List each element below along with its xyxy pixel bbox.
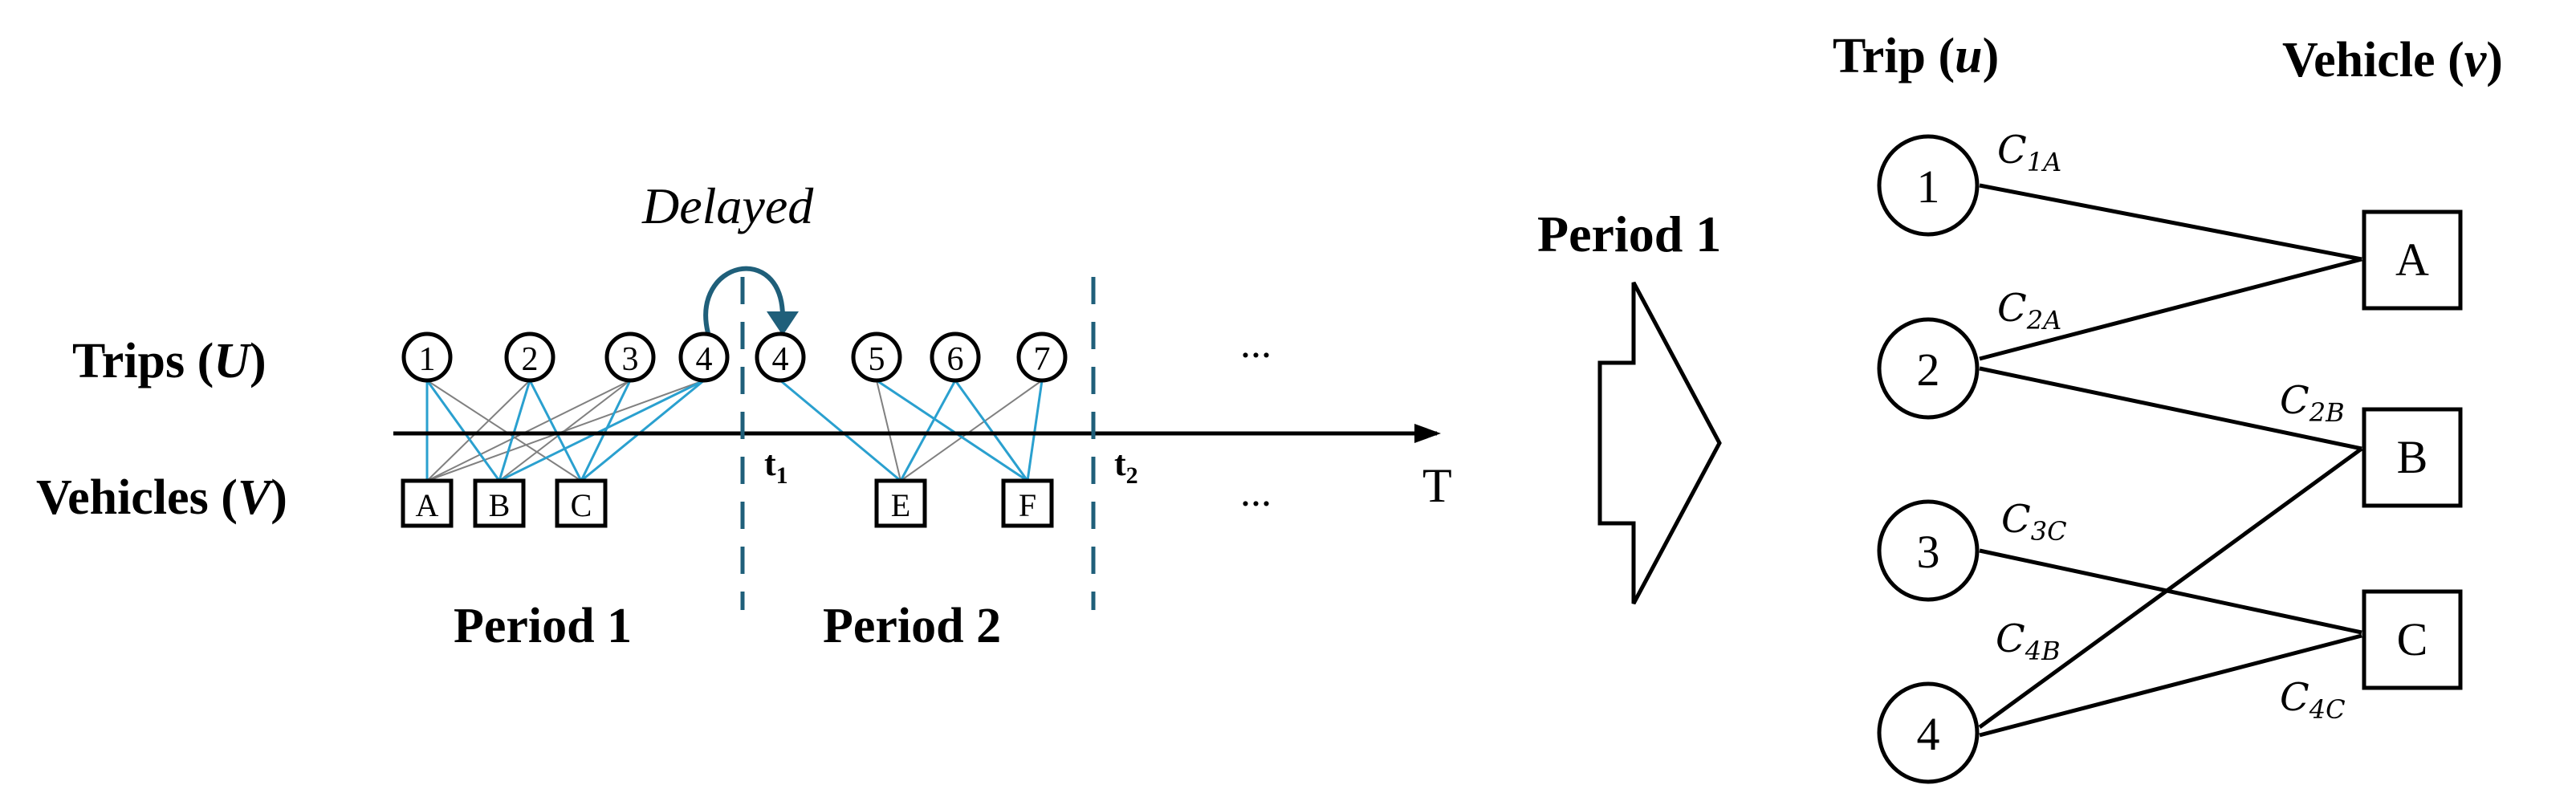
vehicle-node: F: [1001, 478, 1054, 528]
svg-text:E: E: [891, 487, 910, 523]
vehicle-column-header: Vehicle (v): [2282, 33, 2503, 87]
t1-label: t1: [764, 444, 788, 489]
edge-1-A: [1979, 183, 2362, 262]
svg-text:2: 2: [522, 341, 539, 378]
trip-node: 5: [851, 331, 902, 383]
trip-node-delayed: 4: [755, 331, 806, 383]
svg-text:1: 1: [1917, 161, 1940, 213]
vehicle-box: C: [2362, 589, 2463, 690]
svg-text:C: C: [2397, 613, 2428, 665]
t2-label: t2: [1114, 444, 1138, 489]
svg-text:F: F: [1019, 487, 1036, 523]
delayed-label: Delayed: [641, 177, 814, 234]
delay-arrowhead: [767, 311, 799, 336]
trip-node: 1: [401, 331, 453, 383]
candidate-edges-gray: [426, 380, 1043, 482]
svg-text:4: 4: [696, 341, 713, 378]
vehicle-box: B: [2362, 407, 2463, 508]
vehicles-row-label: Vehicles (V): [36, 470, 287, 525]
vehicle-node: B: [473, 478, 526, 528]
bipartite-panel: Trip (u) Vehicle (v) 1 2 3 4: [1833, 29, 2503, 784]
trip-circle: 2: [1877, 317, 1980, 420]
svg-text:C: C: [571, 487, 592, 523]
trip-node: 3: [604, 331, 656, 383]
cost-label-4B: C4B: [1996, 616, 2061, 666]
edge-2-B: [1979, 366, 2362, 451]
candidate-edges-blue: [425, 379, 1044, 482]
edge-3-C: [1979, 548, 2362, 635]
trip-circle: 4: [1877, 681, 1980, 784]
svg-text:1: 1: [419, 341, 436, 378]
axis-end-label: T: [1422, 459, 1452, 512]
trip-circle: 3: [1877, 499, 1980, 602]
period-2-label: Period 2: [823, 599, 1001, 653]
trip-column-header: Trip (u): [1833, 29, 1999, 83]
assignment-edges: [1978, 183, 2363, 738]
cost-label-2A: C2A: [1997, 286, 2061, 336]
period-1-label: Period 1: [454, 599, 632, 653]
vehicle-box: A: [2362, 209, 2463, 311]
svg-text:A: A: [416, 487, 439, 523]
trip-node: 7: [1016, 331, 1068, 383]
trip-node: 6: [930, 331, 981, 383]
vehicle-node: C: [555, 478, 608, 528]
trip-node: 2: [504, 331, 555, 383]
svg-text:3: 3: [622, 341, 639, 378]
time-axis-arrowhead: [1414, 424, 1441, 443]
trip-circle: 1: [1877, 134, 1980, 237]
svg-text:A: A: [2395, 234, 2429, 286]
vehicles-ellipsis: ...: [1240, 470, 1272, 515]
svg-text:B: B: [489, 487, 511, 523]
vehicle-node: A: [401, 478, 454, 528]
cost-label-2B: C2B: [2280, 378, 2345, 428]
timeline-panel: Trips (U) Vehicles (V): [36, 177, 1452, 653]
vehicle-node: E: [874, 478, 927, 528]
block-arrow-icon: [1597, 281, 1722, 605]
svg-text:B: B: [2397, 431, 2428, 483]
trips-ellipsis: ...: [1240, 321, 1272, 367]
transition-arrow: Period 1: [1537, 205, 1722, 605]
svg-text:6: 6: [947, 341, 964, 378]
cost-label-3C: C3C: [2001, 497, 2067, 547]
cost-label-1A: C1A: [1997, 128, 2061, 177]
edge-4-C: [1979, 633, 2362, 738]
edge-2-A: [1979, 257, 2362, 361]
delay-arrow: [703, 266, 785, 334]
svg-text:5: 5: [869, 341, 885, 378]
cost-label-4C: C4C: [2280, 675, 2346, 725]
transition-arrow-label: Period 1: [1537, 205, 1721, 262]
edge-4-B: [1978, 446, 2363, 730]
trips-row-label: Trips (U): [72, 334, 267, 388]
svg-text:7: 7: [1034, 341, 1051, 378]
trip-node: 4: [678, 331, 730, 383]
svg-text:4: 4: [772, 341, 789, 378]
svg-text:3: 3: [1917, 526, 1940, 578]
svg-text:4: 4: [1917, 708, 1940, 760]
svg-text:2: 2: [1917, 344, 1940, 396]
